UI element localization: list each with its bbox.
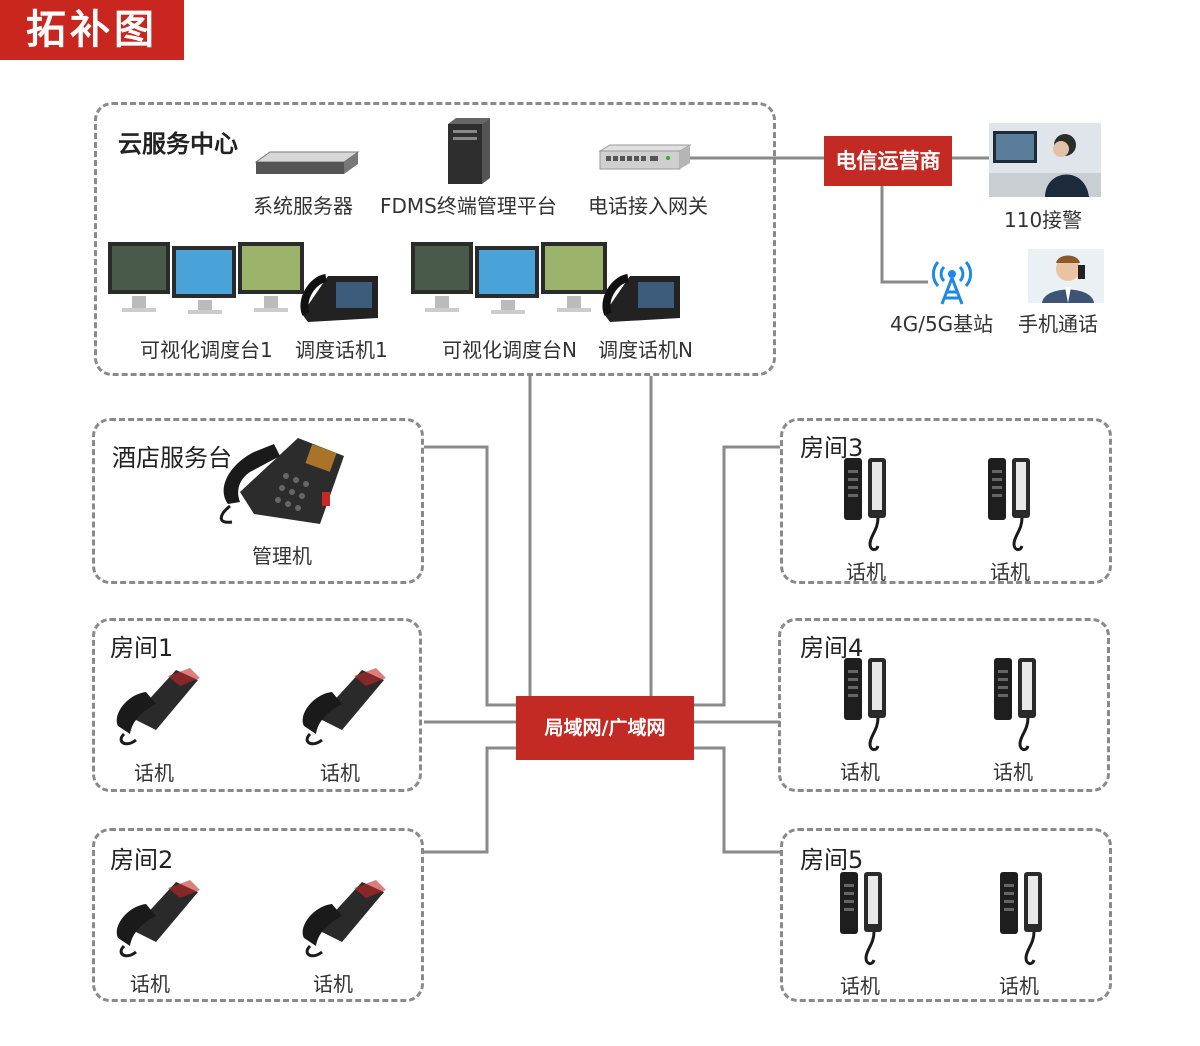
room-5-phone-a-icon [840, 872, 882, 966]
server-icon [254, 151, 360, 174]
dispatch-phone-n-label: 调度话机N [598, 338, 693, 362]
room-5-heading: 房间5 [800, 846, 864, 874]
link-room2-network [424, 746, 516, 854]
police-label: 110接警 [1004, 208, 1083, 232]
room-2-box [92, 828, 424, 1002]
network-box: 局域网/广域网 [516, 696, 694, 760]
console-1-label: 可视化调度台1 [140, 338, 273, 362]
room-3-phone-b-label: 话机 [990, 560, 1030, 584]
page-title: 拓补图 [0, 0, 184, 60]
police-operator-icon [989, 123, 1101, 197]
room-4-box [778, 618, 1110, 792]
cloud-heading: 云服务中心 [118, 130, 238, 158]
room-5-box [780, 828, 1112, 1002]
room-1-phone-a-label: 话机 [134, 761, 174, 785]
cell-tower-icon [931, 261, 973, 305]
room-1-phone-b-icon [302, 668, 386, 746]
room-4-phone-b-icon [994, 658, 1036, 752]
room-4-phone-a-icon [844, 658, 886, 752]
room-3-heading: 房间3 [800, 434, 864, 462]
room-2-phone-b-label: 话机 [313, 972, 353, 996]
dispatch-console-n-icon [411, 242, 607, 314]
link-hotel-network [424, 445, 516, 707]
room-5-phone-b-icon [1000, 872, 1042, 966]
link-room3-network [694, 445, 780, 707]
hotel-device-label: 管理机 [252, 544, 312, 568]
room-2-phone-b-icon [302, 880, 386, 958]
room-4-phone-b-label: 话机 [993, 760, 1033, 784]
room-2-phone-a-label: 话机 [130, 972, 170, 996]
fdms-tower-icon [448, 118, 490, 184]
room-3-phone-a-label: 话机 [846, 560, 886, 584]
mobile-caller-icon [1028, 249, 1104, 303]
room-3-phone-a-icon [844, 458, 886, 552]
room-4-heading: 房间4 [800, 634, 864, 662]
room-5-phone-a-label: 话机 [840, 974, 880, 998]
hotel-heading: 酒店服务台 [112, 444, 232, 472]
mobile-label: 手机通话 [1018, 312, 1098, 336]
server-label: 系统服务器 [253, 194, 353, 218]
link-room5-network [694, 746, 780, 854]
room-1-heading: 房间1 [110, 634, 174, 662]
gateway-label: 电话接入网关 [588, 194, 708, 218]
room-2-phone-a-icon [116, 880, 200, 958]
gateway-icon [598, 144, 692, 170]
room-4-phone-a-label: 话机 [840, 760, 880, 784]
room-1-box [92, 618, 422, 792]
room-1-phone-a-icon [116, 668, 200, 746]
dispatch-phone-1-icon [300, 274, 378, 322]
tower-label: 4G/5G基站 [890, 312, 994, 336]
dispatch-phone-1-label: 调度话机1 [295, 338, 388, 362]
link-carrier-tower [880, 186, 928, 284]
fdms-label: FDMS终端管理平台 [380, 194, 557, 218]
room-3-box [780, 418, 1112, 584]
dispatch-phone-n-icon [602, 274, 680, 322]
desk-phone-icon [219, 438, 344, 524]
room-2-heading: 房间2 [110, 846, 174, 874]
room-1-phone-b-label: 话机 [320, 761, 360, 785]
hotel-desk-box [92, 418, 424, 584]
dispatch-console-1-icon [108, 242, 304, 314]
cloud-service-center-box [94, 102, 776, 376]
room-3-phone-b-icon [988, 458, 1030, 552]
carrier-box: 电信运营商 [824, 136, 952, 186]
console-n-label: 可视化调度台N [442, 338, 577, 362]
room-5-phone-b-label: 话机 [999, 974, 1039, 998]
